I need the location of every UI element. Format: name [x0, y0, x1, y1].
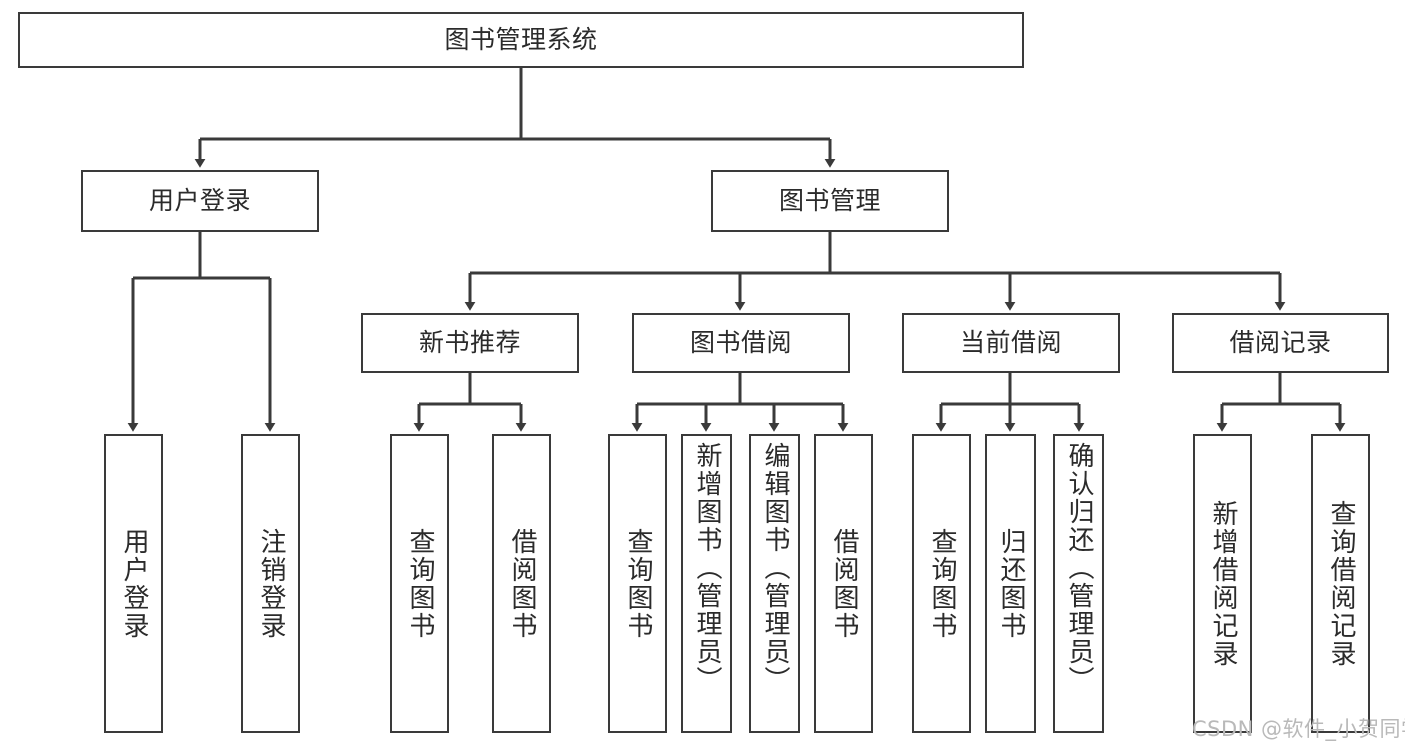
leaf-confirm-return-admin[interactable]: 确认归还（管理员） — [1053, 434, 1104, 733]
node-root-book-management-system[interactable]: 图书管理系统 — [18, 12, 1024, 68]
node-book-borrow[interactable]: 图书借阅 — [632, 313, 850, 373]
leaf-borrow-book[interactable]: 借阅图书 — [814, 434, 873, 733]
leaf-add-book-admin[interactable]: 新增图书（管理员） — [681, 434, 732, 733]
leaf-query-book-current[interactable]: 查询图书 — [912, 434, 971, 733]
node-label: 借阅图书 — [507, 527, 538, 640]
node-label: 查询图书 — [623, 527, 654, 640]
node-label: 查询图书 — [927, 527, 958, 640]
node-label: 用户登录 — [119, 527, 150, 640]
node-user-login[interactable]: 用户登录 — [81, 170, 319, 232]
node-label: 用户登录 — [148, 186, 251, 216]
node-label: 图书管理系统 — [444, 25, 598, 55]
leaf-user-login[interactable]: 用户登录 — [104, 434, 163, 733]
node-label: 借阅记录 — [1229, 328, 1332, 358]
node-label: 归还图书 — [996, 527, 1027, 640]
node-current-borrow[interactable]: 当前借阅 — [902, 313, 1120, 373]
leaf-query-book-recommend[interactable]: 查询图书 — [390, 434, 449, 733]
node-borrow-record[interactable]: 借阅记录 — [1172, 313, 1389, 373]
leaf-edit-book-admin[interactable]: 编辑图书（管理员） — [749, 434, 800, 733]
node-label: 图书管理 — [778, 186, 881, 216]
leaf-return-book[interactable]: 归还图书 — [985, 434, 1036, 733]
csdn-watermark: CSDN @软件_小贺同学 — [1192, 717, 1405, 741]
leaf-query-book-borrow[interactable]: 查询图书 — [608, 434, 667, 733]
leaf-borrow-book-recommend[interactable]: 借阅图书 — [492, 434, 551, 733]
leaf-query-borrow-record[interactable]: 查询借阅记录 — [1311, 434, 1370, 733]
node-label: 当前借阅 — [959, 328, 1062, 358]
node-label: 新增图书（管理员） — [692, 442, 723, 694]
node-label: 确认归还（管理员） — [1064, 442, 1095, 694]
leaf-logout-login[interactable]: 注销登录 — [241, 434, 300, 733]
node-label: 编辑图书（管理员） — [760, 442, 791, 694]
node-book-management[interactable]: 图书管理 — [711, 170, 949, 232]
node-label: 新书推荐 — [418, 328, 521, 358]
node-label: 图书借阅 — [689, 328, 792, 358]
node-label: 新增借阅记录 — [1208, 499, 1239, 668]
node-label: 查询图书 — [405, 527, 436, 640]
node-label: 注销登录 — [256, 527, 287, 640]
node-new-book-recommend[interactable]: 新书推荐 — [361, 313, 579, 373]
leaf-add-borrow-record[interactable]: 新增借阅记录 — [1193, 434, 1252, 733]
node-label: 借阅图书 — [829, 527, 860, 640]
node-label: 查询借阅记录 — [1326, 499, 1357, 668]
